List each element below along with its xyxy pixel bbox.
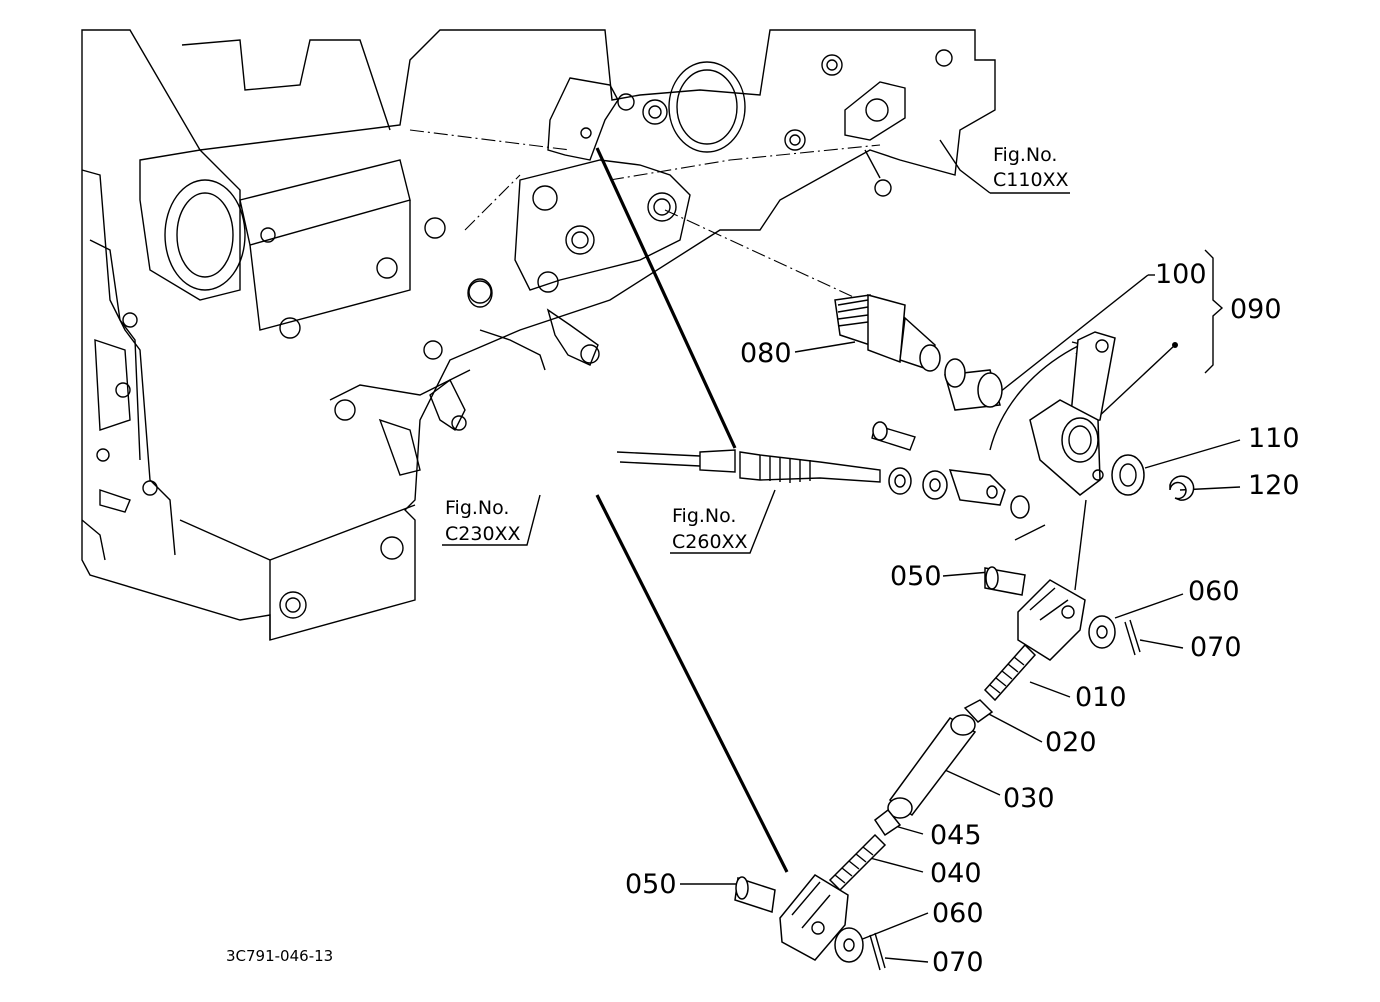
fig-ref-c230xx[interactable]: Fig.No. C230XX: [445, 497, 521, 545]
part-label-060-upper: 060: [1188, 576, 1240, 607]
figure-references: Fig.No. C110XX Fig.No. C230XX Fig.No. C2…: [445, 144, 1069, 553]
control-cable: [616, 421, 1046, 541]
part-label-090: 090: [1230, 294, 1282, 325]
part-labels: 100 090 080 110 120 050 060 070 010 020 …: [625, 259, 1300, 978]
washer-110: [1111, 454, 1145, 496]
part-label-120: 120: [1248, 470, 1300, 501]
part-label-100: 100: [1155, 259, 1207, 290]
fig-ref-c260xx-line2: C260XX: [672, 531, 748, 553]
bushing-100: [944, 358, 1003, 411]
part-label-060-lower: 060: [932, 898, 984, 929]
leader-lines: [409, 129, 1241, 963]
turnbuckle-assembly: [828, 699, 994, 892]
fig-ref-c260xx-line1: Fig.No.: [672, 505, 736, 527]
fig-ref-c230xx-line2: C230XX: [445, 523, 521, 545]
fig-ref-c110xx-line2: C110XX: [993, 169, 1069, 191]
fig-ref-c260xx[interactable]: Fig.No. C260XX: [672, 505, 748, 553]
part-label-030: 030: [1003, 783, 1055, 814]
part-label-040: 040: [930, 858, 982, 889]
part-label-080: 080: [740, 338, 792, 369]
part-label-020: 020: [1045, 727, 1097, 758]
part-label-045: 045: [930, 820, 982, 851]
part-label-070-lower: 070: [932, 947, 984, 978]
fig-ref-c230xx-line1: Fig.No.: [445, 497, 509, 519]
part-label-110: 110: [1248, 423, 1300, 454]
part-label-050-lower: 050: [625, 869, 677, 900]
shaft-080: [834, 294, 941, 372]
transmission-housing: [81, 29, 996, 641]
fig-ref-c110xx-line1: Fig.No.: [993, 144, 1057, 166]
fig-ref-c110xx[interactable]: Fig.No. C110XX: [993, 144, 1069, 191]
part-label-070-upper: 070: [1190, 632, 1242, 663]
snap-ring-120: [1169, 475, 1195, 501]
part-label-010: 010: [1075, 682, 1127, 713]
lower-clevis-assembly: [734, 874, 886, 971]
lever-090: [1029, 331, 1116, 496]
upper-clevis-assembly: [983, 566, 1141, 702]
part-label-050-upper: 050: [890, 561, 942, 592]
drawing-code: 3C791-046-13: [226, 947, 333, 965]
